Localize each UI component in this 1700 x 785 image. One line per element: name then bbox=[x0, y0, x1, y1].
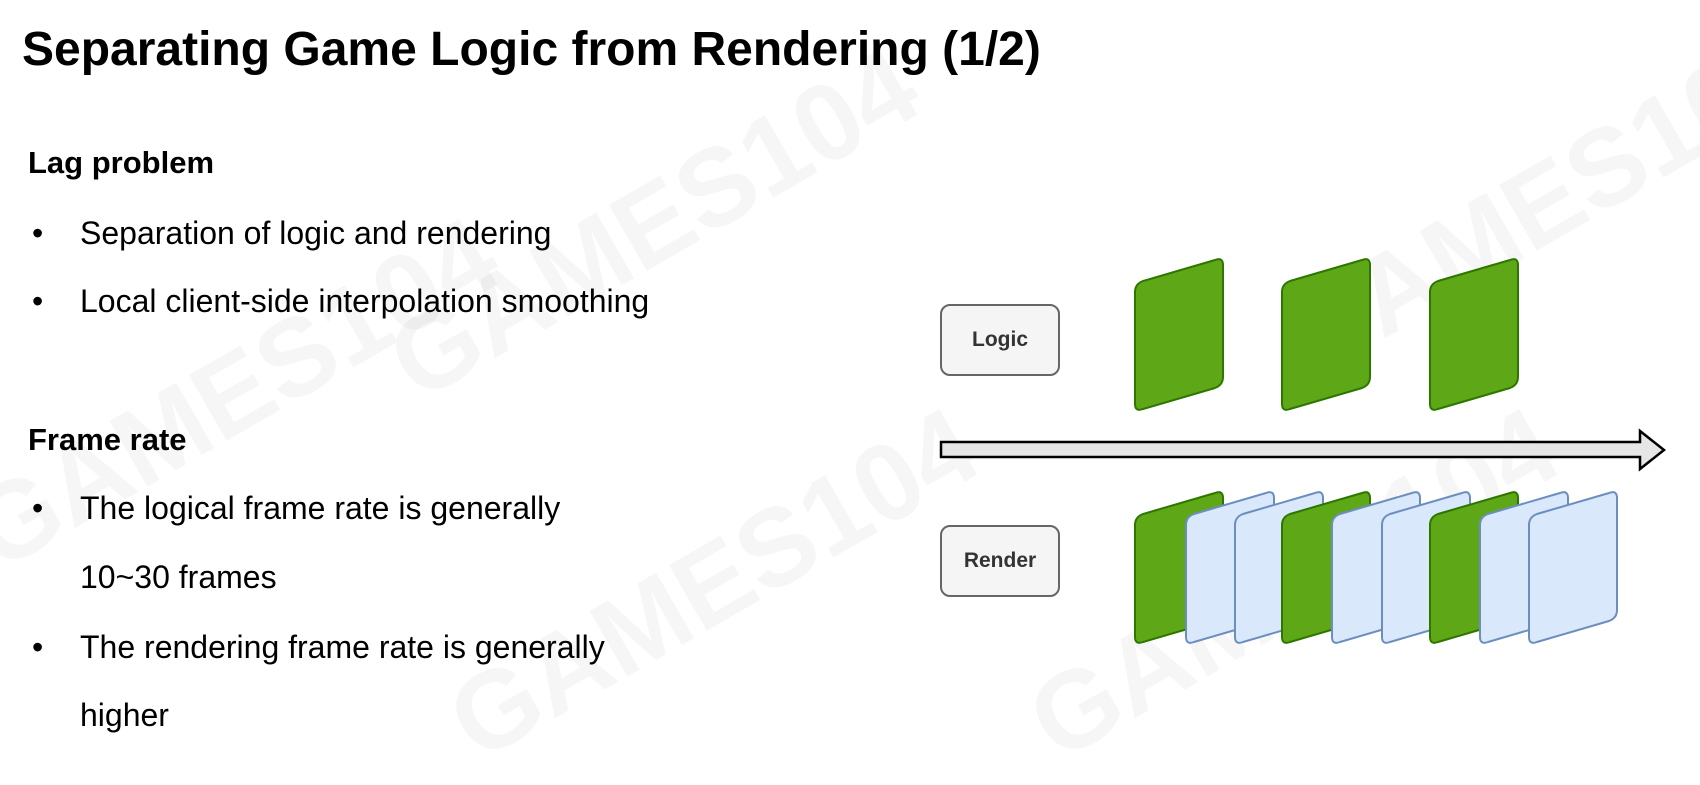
bullet-text: The logical frame rate is generally bbox=[80, 490, 561, 526]
render-frame-card bbox=[1528, 491, 1618, 644]
logic-frame-card bbox=[1281, 258, 1371, 411]
bullet-text: Local client-side interpolation smoothin… bbox=[80, 283, 650, 319]
section-heading-lag: Lag problem bbox=[28, 145, 215, 180]
bullet-text: higher bbox=[80, 697, 169, 733]
timeline-arrow bbox=[939, 428, 1667, 472]
bullet-text: Separation of logic and rendering bbox=[80, 215, 552, 251]
section-heading-frame-rate: Frame rate bbox=[28, 422, 187, 457]
logic-frame-card bbox=[1134, 258, 1224, 411]
logic-frame-card bbox=[1429, 258, 1519, 411]
render-label-box: Render bbox=[940, 525, 1060, 597]
slide-title: Separating Game Logic from Rendering (1/… bbox=[22, 23, 1041, 76]
bullet-text: 10~30 frames bbox=[80, 559, 277, 595]
bullet-text: The rendering frame rate is generally bbox=[80, 629, 605, 665]
logic-label-box: Logic bbox=[940, 304, 1060, 376]
